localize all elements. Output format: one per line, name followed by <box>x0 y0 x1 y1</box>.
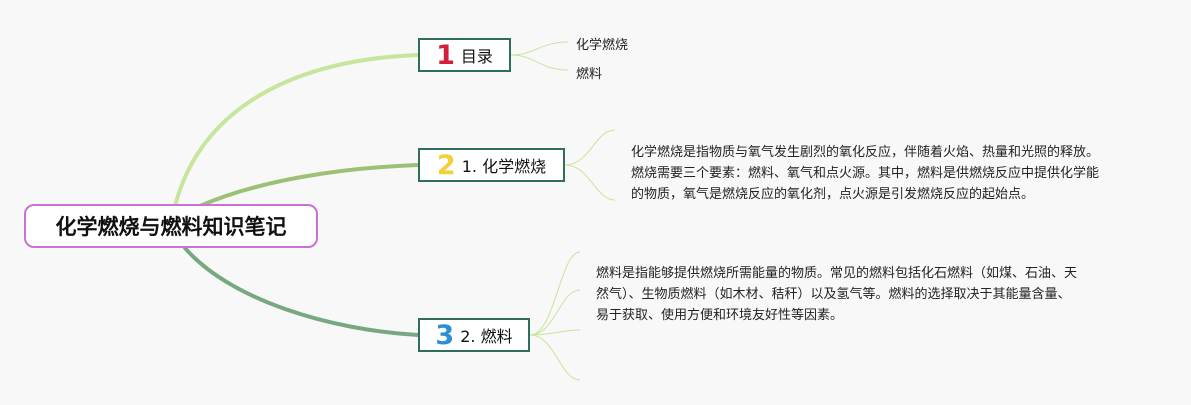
topic-number-1: 1 <box>436 39 455 71</box>
leaf-connector-2 <box>510 54 569 71</box>
leaf-chemical-combustion[interactable]: 化学燃烧 <box>576 38 629 53</box>
topic-fuel[interactable]: 3 2. 燃料 <box>418 318 530 352</box>
topic-label-toc: 目录 <box>460 47 493 66</box>
note-connectors-2 <box>564 129 616 201</box>
note-connector-3b <box>529 289 581 336</box>
note-connectors-3 <box>529 251 581 381</box>
root-topic[interactable]: 化学燃烧与燃料知识笔记 <box>24 204 318 248</box>
note-fuel: 燃料是指能够提供燃烧所需能量的物质。常见的燃料包括化石燃料（如煤、石油、天然气）… <box>596 266 1078 323</box>
topic-toc[interactable]: 1 目录 <box>418 38 511 72</box>
note-chemical-combustion: 化学燃烧是指物质与氧气发生剧烈的氧化反应，伴随着火焰、热量和光照的释放。燃烧需要… <box>631 145 1100 202</box>
branch-chemical-combustion <box>198 163 420 208</box>
leaf-connector-1 <box>510 41 569 56</box>
note-connector-3d <box>529 334 581 381</box>
topic-label-chemical-combustion: 1. 化学燃烧 <box>461 157 547 176</box>
note-connector-3c <box>529 329 581 336</box>
topic-label-fuel: 2. 燃料 <box>460 327 513 346</box>
topic-number-3: 3 <box>435 319 455 351</box>
leaf-fuel[interactable]: 燃料 <box>576 67 603 82</box>
note-connector-2b <box>564 164 616 201</box>
branch-toc <box>173 53 420 208</box>
branch-fuel <box>183 246 420 337</box>
topic-number-2: 2 <box>436 149 456 181</box>
note-connector-2a <box>564 129 616 166</box>
leaf-connectors <box>510 41 569 71</box>
topic-chemical-combustion[interactable]: 2 1. 化学燃烧 <box>418 148 565 182</box>
note-connector-3a <box>529 251 581 336</box>
root-title: 化学燃烧与燃料知识笔记 <box>55 215 287 239</box>
